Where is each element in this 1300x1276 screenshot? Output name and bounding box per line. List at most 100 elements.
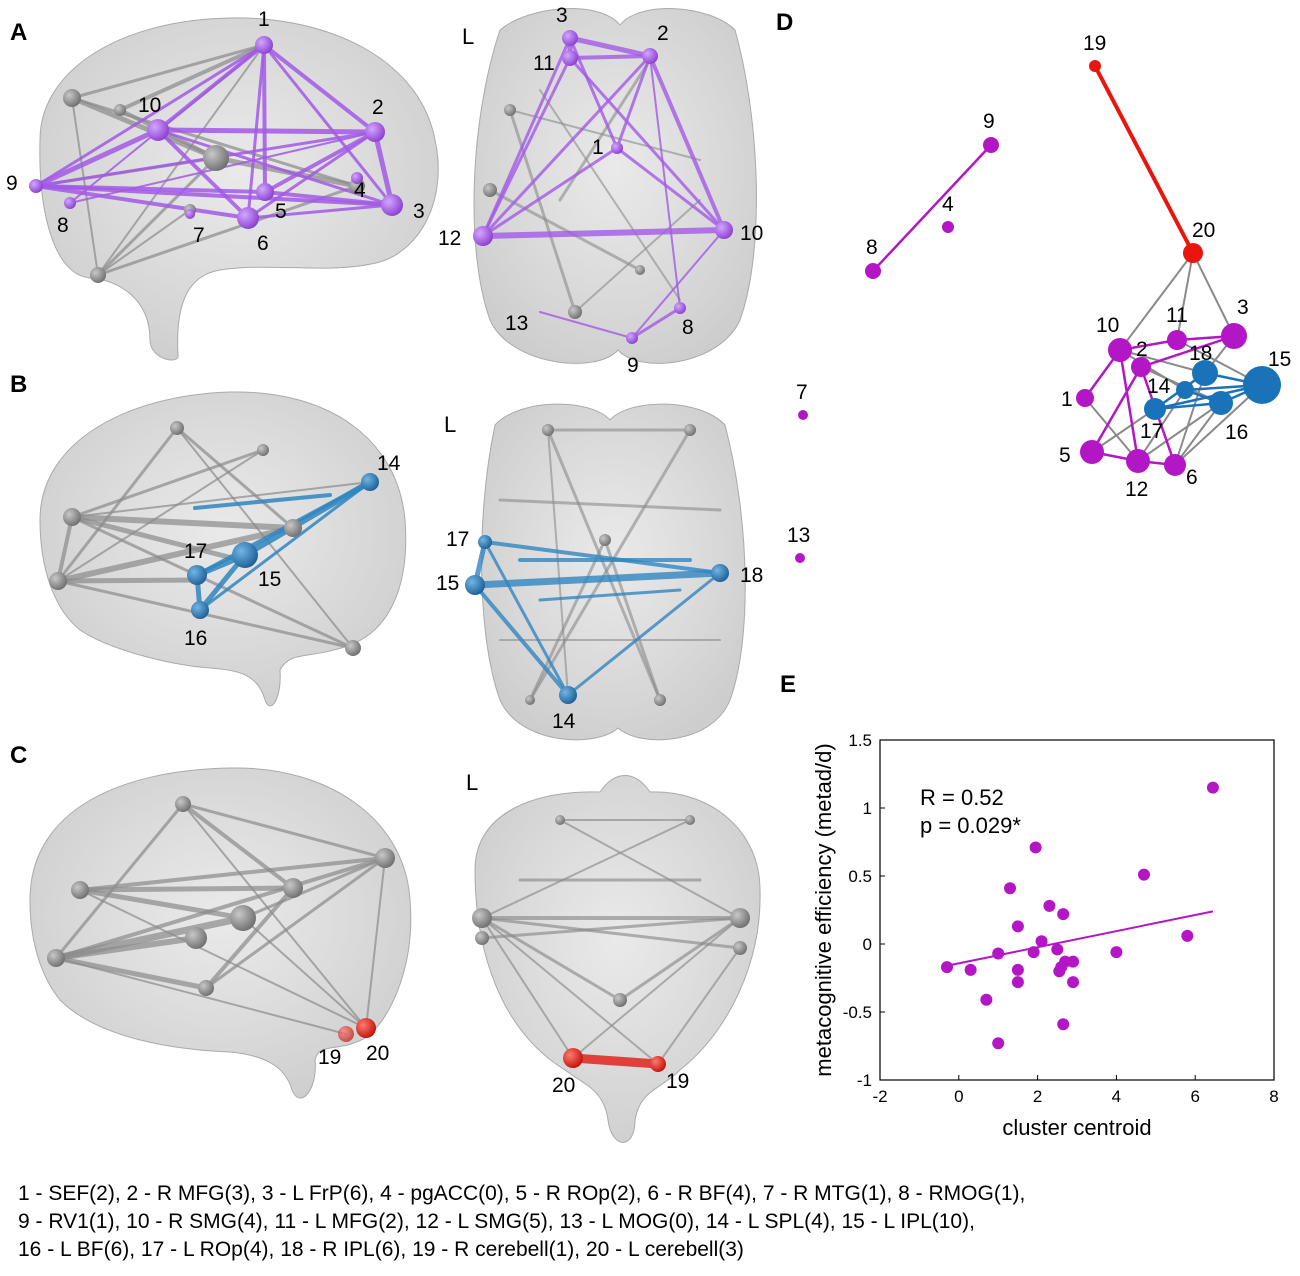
data-point bbox=[940, 961, 953, 974]
node-label: 18 bbox=[1189, 342, 1212, 365]
x-axis-label: cluster centroid bbox=[1002, 1115, 1151, 1140]
panel-d: D bbox=[776, 9, 1291, 563]
brain-sagittal-c bbox=[29, 767, 412, 1099]
node-label: 6 bbox=[257, 232, 269, 255]
y-tick-label: 0.5 bbox=[848, 867, 872, 886]
node-label: 13 bbox=[505, 312, 528, 335]
panel-letter-b: B bbox=[10, 371, 27, 398]
nodes-c-coronal bbox=[472, 815, 750, 1072]
scatter-points bbox=[940, 781, 1219, 1050]
node-label: 7 bbox=[796, 381, 808, 404]
data-point bbox=[1011, 920, 1024, 933]
network-node-labels: 19 20 9 4 8 7 13 10 11 3 2 18 15 1 14 17… bbox=[787, 32, 1291, 547]
edges-b-axial bbox=[471, 428, 724, 702]
nodes-b-axial bbox=[465, 424, 729, 706]
annotation-p: p = 0.029* bbox=[920, 813, 1021, 838]
y-tick-label: 1 bbox=[863, 799, 872, 818]
x-tick-label: 2 bbox=[1033, 1087, 1042, 1106]
data-point bbox=[1051, 943, 1064, 956]
caption-line: 1 - SEF(2), 2 - R MFG(3), 3 - L FrP(6), … bbox=[18, 1182, 1026, 1205]
network-nodes bbox=[795, 60, 1281, 563]
data-point bbox=[992, 947, 1005, 960]
data-point bbox=[1067, 955, 1080, 968]
node-label: 11 bbox=[533, 52, 555, 75]
node-label: 20 bbox=[366, 1042, 389, 1065]
node-label: 11 bbox=[1166, 304, 1188, 327]
node-label: 14 bbox=[1147, 375, 1171, 398]
x-tick-label: 0 bbox=[954, 1087, 963, 1106]
node-label: 2 bbox=[1136, 338, 1148, 361]
data-point bbox=[980, 993, 993, 1006]
data-point bbox=[1011, 976, 1024, 989]
node-label: 15 bbox=[436, 572, 459, 595]
data-point bbox=[1011, 963, 1024, 976]
nodes-c bbox=[47, 796, 395, 1042]
data-point bbox=[1057, 1018, 1070, 1031]
node-label: 3 bbox=[413, 200, 425, 223]
node-label: 17 bbox=[184, 540, 207, 563]
data-point bbox=[1035, 935, 1048, 948]
y-tick-label: 0 bbox=[863, 935, 872, 954]
annotation-r: R = 0.52 bbox=[920, 785, 1004, 810]
edges-a bbox=[33, 43, 395, 277]
nodes-b bbox=[49, 421, 379, 656]
nodes-a-axial bbox=[473, 30, 733, 344]
node-labels-c-coronal: 20 19 bbox=[552, 1070, 689, 1097]
node-label: 3 bbox=[556, 4, 568, 27]
node-label: 19 bbox=[1083, 32, 1106, 55]
node-label: 20 bbox=[552, 1074, 575, 1097]
node-label: 8 bbox=[57, 214, 69, 237]
data-point bbox=[1004, 882, 1017, 895]
node-labels-b: 14 17 15 16 bbox=[184, 452, 401, 650]
data-point bbox=[1067, 976, 1080, 989]
node-label: 5 bbox=[275, 200, 287, 223]
node-label: 7 bbox=[193, 224, 205, 247]
edges-a-axial bbox=[480, 35, 727, 340]
node-label: 13 bbox=[787, 524, 810, 547]
node-label: 15 bbox=[1268, 348, 1291, 371]
panel-letter-e: E bbox=[780, 671, 796, 698]
x-tick-label: 8 bbox=[1269, 1087, 1278, 1106]
figure-caption: 1 - SEF(2), 2 - R MFG(3), 3 - L FrP(6), … bbox=[18, 1180, 1288, 1264]
panel-b: B L bbox=[10, 371, 763, 741]
node-label: 20 bbox=[1192, 219, 1215, 242]
node-labels-a: 1 2 3 4 5 6 7 8 9 10 bbox=[6, 8, 425, 255]
node-label: 1 bbox=[258, 8, 270, 31]
side-label-c: L bbox=[466, 770, 478, 795]
plot-frame bbox=[879, 739, 1275, 1081]
caption-line: 16 - L BF(6), 17 - L ROp(4), 18 - R IPL(… bbox=[18, 1238, 744, 1261]
data-point bbox=[1043, 899, 1056, 912]
node-labels-c: 19 20 bbox=[318, 1042, 389, 1069]
data-point bbox=[992, 1037, 1005, 1050]
node-label: 1 bbox=[1061, 388, 1073, 411]
regression-line bbox=[946, 910, 1214, 967]
side-label-a: L bbox=[462, 24, 474, 49]
node-label: 17 bbox=[1140, 420, 1163, 443]
node-label: 16 bbox=[1225, 421, 1248, 444]
node-label: 12 bbox=[438, 227, 461, 250]
y-axis-label: metacognitive efficiency (metad/d) bbox=[811, 743, 836, 1076]
side-label-b: L bbox=[444, 412, 456, 437]
edges-c bbox=[52, 802, 387, 1035]
node-label: 5 bbox=[1059, 444, 1071, 467]
node-label: 14 bbox=[377, 452, 401, 475]
brain-coronal-c bbox=[474, 775, 761, 1143]
panel-letter-c: C bbox=[10, 742, 27, 769]
data-point bbox=[1110, 946, 1123, 959]
node-label: 19 bbox=[318, 1046, 341, 1069]
node-label: 10 bbox=[740, 222, 763, 245]
y-tick-label: 1.5 bbox=[848, 731, 872, 750]
panel-c: C L bbox=[10, 742, 761, 1143]
node-label: 4 bbox=[354, 179, 366, 202]
data-point bbox=[1029, 841, 1042, 854]
edges-c-coronal bbox=[480, 819, 742, 1069]
node-label: 6 bbox=[1186, 466, 1198, 489]
node-label: 9 bbox=[983, 110, 995, 133]
node-label: 19 bbox=[666, 1070, 689, 1093]
node-label: 12 bbox=[1125, 478, 1148, 501]
y-tick-label: -0.5 bbox=[843, 1003, 872, 1022]
y-axis-ticks: -1-0.500.511.5 bbox=[843, 731, 885, 1090]
